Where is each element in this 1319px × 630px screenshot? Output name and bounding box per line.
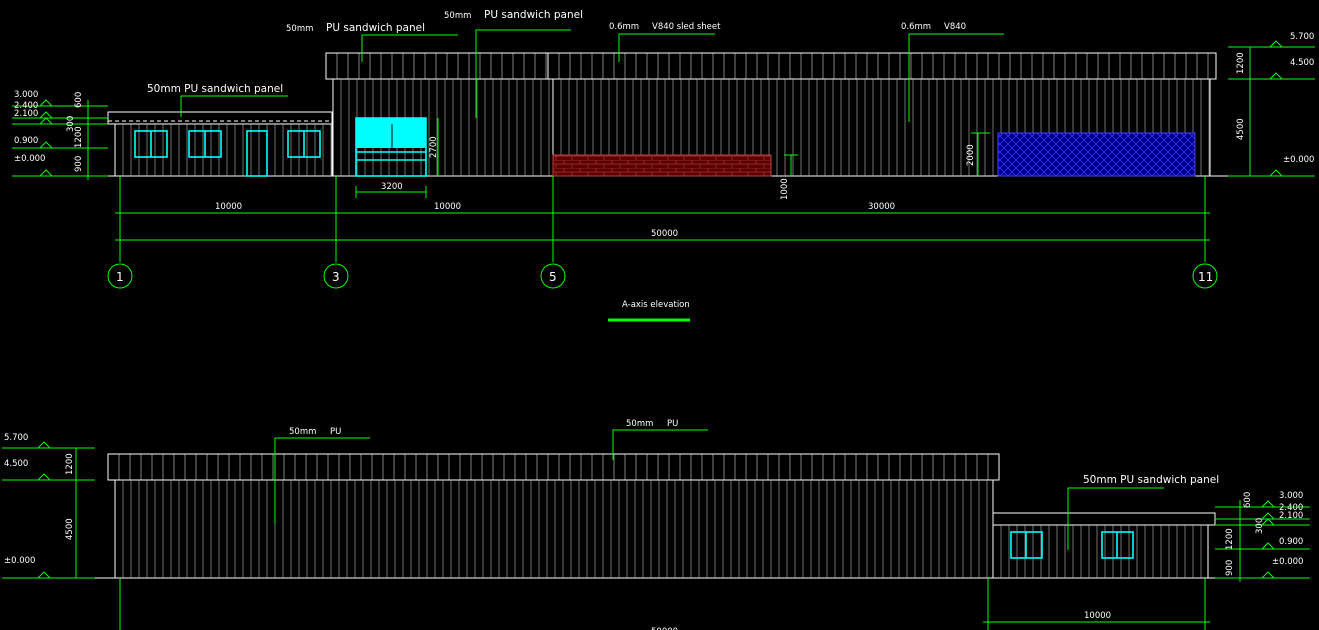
bottom-height-1200: 1200 — [1225, 528, 1235, 550]
span-5-11: 30000 — [868, 202, 895, 212]
door-height: 2700 — [429, 136, 439, 158]
office-block-roof — [107, 111, 333, 125]
bottom-span-right: 10000 — [1084, 611, 1111, 621]
height-1200-right: 1200 — [1236, 52, 1246, 74]
leader-steel-roof — [618, 33, 715, 62]
svg-text:3: 3 — [332, 270, 340, 284]
bottom-right-levels: 3.000 2.400 2.100 0.900 ±0.000 600 300 1… — [1215, 491, 1310, 582]
roller-door — [355, 117, 427, 177]
level-3000: 3.000 — [14, 90, 38, 100]
leader-steel-wall — [908, 33, 1004, 122]
bottom-level-0000-right: ±0.000 — [1272, 557, 1303, 567]
label-steel-roof-thk: 0.6mm — [609, 22, 639, 32]
office-door — [246, 130, 268, 177]
level-0900: 0.900 — [14, 136, 38, 146]
level-0000-right: ±0.000 — [1283, 155, 1314, 165]
middle-roof-ribs — [336, 53, 547, 79]
level-5700: 5.700 — [1290, 32, 1314, 42]
warehouse-roof-ribs-bottom — [118, 454, 989, 480]
label-bottom-a-thk: 50mm — [289, 427, 316, 437]
height-900: 900 — [74, 156, 84, 172]
brick-plinth — [552, 154, 772, 177]
bottom-level-4500: 4.500 — [4, 459, 28, 469]
svg-text:1: 1 — [116, 270, 124, 284]
mesh-height: 2000 — [966, 144, 976, 166]
office-window-bottom-2 — [1101, 531, 1134, 559]
bottom-elevation: 50mm PU 50mm PU 50mm PU sandwich panel 5… — [2, 419, 1310, 630]
office-wall-ribs-bottom — [1000, 525, 1202, 578]
level-0000: ±0.000 — [14, 154, 45, 164]
bottom-height-600: 600 — [1243, 492, 1253, 508]
label-bottom-b-thk: 50mm — [626, 419, 653, 429]
bottom-overall: 50000 — [651, 627, 678, 630]
span-3-5: 10000 — [434, 202, 461, 212]
bottom-height-900: 900 — [1225, 560, 1235, 576]
mesh-panel — [997, 132, 1196, 177]
bottom-height-4500: 4500 — [65, 518, 75, 540]
leader-mid-roof — [361, 34, 458, 62]
warehouse-roof-ribs — [558, 53, 1209, 79]
leader-mid-wall — [475, 29, 571, 118]
office-window-3 — [287, 130, 321, 158]
level-2400: 2.400 — [14, 101, 38, 111]
height-4500-right: 4500 — [1236, 118, 1246, 140]
label-mid-roof-thk: 50mm — [286, 24, 313, 34]
elevation-title: A-axis elevation — [622, 300, 690, 310]
leader-office-roof — [180, 95, 288, 117]
leader-bottom-b — [612, 429, 708, 460]
warehouse-wall-bottom — [114, 479, 994, 579]
office-block-roof-bottom — [992, 512, 1216, 526]
bottom-level-3000: 3.000 — [1279, 491, 1303, 501]
bottom-level-0000: ±0.000 — [4, 556, 35, 566]
height-1200: 1200 — [74, 126, 84, 148]
bottom-level-0900: 0.900 — [1279, 537, 1303, 547]
bottom-level-5700: 5.700 — [4, 433, 28, 443]
label-office-roof: 50mm PU sandwich panel — [147, 83, 283, 95]
axis-bubble-3: 3 — [323, 263, 349, 289]
label-mid-wall-name: PU sandwich panel — [484, 9, 583, 21]
axis-bubble-11: 11 — [1192, 263, 1218, 289]
label-mid-wall-thk: 50mm — [444, 11, 471, 21]
bottom-height-300: 300 — [1255, 518, 1265, 534]
office-block-wall — [114, 123, 333, 177]
svg-text:11: 11 — [1198, 270, 1213, 284]
label-bottom-b-name: PU — [667, 419, 678, 429]
axis-bubble-5: 5 — [540, 263, 566, 289]
top-right-levels: 5.700 4.500 ±0.000 1200 4500 — [1228, 32, 1315, 177]
top-left-levels: 3.000 2.400 2.100 0.900 ±0.000 600 300 1… — [12, 90, 108, 180]
office-wall-ribs — [122, 124, 332, 176]
span-1-3: 10000 — [215, 202, 242, 212]
top-elevation: 50mm PU sandwich panel 50mm PU sandwich … — [12, 9, 1315, 322]
level-4500: 4.500 — [1290, 58, 1314, 68]
label-steel-wall-name: V840 — [944, 22, 966, 32]
bottom-left-levels: 5.700 4.500 ±0.000 1200 4500 — [2, 433, 95, 579]
label-bottom-a-name: PU — [330, 427, 341, 437]
level-2100: 2.100 — [14, 109, 38, 119]
bottom-height-1200: 1200 — [65, 453, 75, 475]
office-window-bottom-1 — [1010, 531, 1043, 559]
leader-bottom-c — [1067, 487, 1164, 550]
office-window-1 — [134, 130, 168, 158]
bottom-level-2100: 2.100 — [1279, 511, 1303, 521]
axis-bubble-1: 1 — [107, 263, 133, 289]
label-mid-roof-name: PU sandwich panel — [326, 22, 425, 34]
office-window-2 — [188, 130, 222, 158]
label-steel-wall-thk: 0.6mm — [901, 22, 931, 32]
svg-text:5: 5 — [549, 270, 557, 284]
warehouse-roof-bottom — [107, 453, 1000, 481]
leader-bottom-a — [274, 437, 370, 524]
overall-length: 50000 — [651, 229, 678, 239]
brick-height: 1000 — [780, 178, 790, 200]
warehouse-roof — [547, 52, 1217, 80]
middle-wall-ribs — [340, 79, 550, 176]
label-steel-roof-name: V840 sled sheet — [652, 22, 721, 32]
bottom-level-2400: 2.400 — [1279, 503, 1303, 513]
warehouse-wall-ribs-bottom — [122, 480, 988, 578]
height-300: 300 — [66, 116, 76, 132]
label-bottom-c: 50mm PU sandwich panel — [1083, 474, 1219, 486]
door-width: 3200 — [381, 182, 403, 192]
middle-block-roof — [325, 52, 549, 80]
height-600: 600 — [74, 92, 84, 108]
